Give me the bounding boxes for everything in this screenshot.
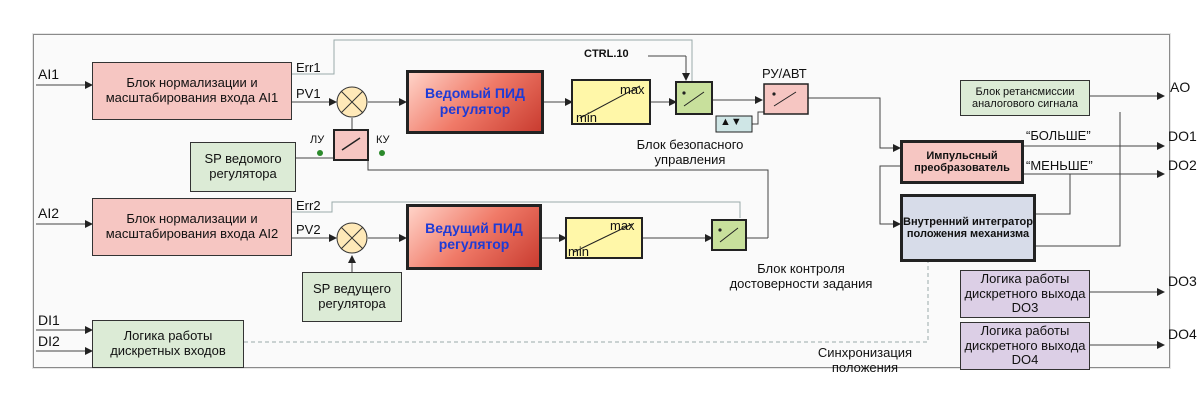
pv1-label: PV1	[296, 86, 321, 101]
sp-slave-block: SP ведомого регулятора	[190, 142, 296, 192]
norm-ai1-block: Блок нормализации и масштабирования вход…	[92, 62, 292, 120]
setpoint-control-label: Блок контроля достоверности задания	[729, 261, 873, 291]
ai1-label: AI1	[38, 66, 60, 82]
lu-ku-switch	[317, 129, 385, 161]
up-down-box	[715, 115, 753, 133]
safe-control-label: Блок безопасного управления	[636, 137, 744, 167]
more-label: “БОЛЬШЕ”	[1026, 128, 1091, 143]
limiter2-min: min	[568, 244, 589, 259]
less-label: “МЕНЬШЕ”	[1026, 158, 1093, 173]
sp-master-block: SP ведущего регулятора	[302, 272, 402, 322]
pid-master-block: Ведущий ПИД регулятор	[406, 204, 542, 270]
limiter1-min: min	[576, 110, 597, 125]
ctrl10-label: CTRL.10	[584, 48, 629, 60]
lu-label: ЛУ	[310, 134, 325, 146]
err1-label: Err1	[296, 60, 321, 75]
do2-label: DO2	[1168, 157, 1197, 173]
ai2-label: AI2	[38, 205, 60, 221]
integrator-block: Внутренний интегратор положения механизм…	[900, 194, 1036, 262]
safety-switch	[675, 81, 713, 115]
do4-label: DO4	[1168, 326, 1197, 342]
di1-label: DI1	[38, 312, 60, 328]
retransmit-block: Блок ретансмиссии аналогового сигнала	[960, 80, 1090, 116]
ku-label: КУ	[376, 134, 390, 146]
ru-avt-label: РУ/АВТ	[762, 66, 807, 81]
do3-label: DO3	[1168, 273, 1197, 289]
sum-junction-1	[336, 86, 368, 118]
setpoint-validity-switch	[711, 219, 747, 251]
limiter-2	[565, 217, 643, 259]
pid-slave-block: Ведомый ПИД регулятор	[406, 70, 544, 134]
err2-label: Err2	[296, 198, 321, 213]
sync-label: Синхронизация положения	[817, 345, 913, 375]
do3-logic-block: Логика работы дискретного выхода DO3	[960, 270, 1090, 318]
di-logic-block: Логика работы дискретных входов	[92, 320, 244, 368]
impulse-converter-block: Импульсный преобразователь	[900, 140, 1024, 184]
limiter2-max: max	[610, 218, 635, 233]
do4-logic-block: Логика работы дискретного выхода DO4	[960, 322, 1090, 370]
di2-label: DI2	[38, 333, 60, 349]
ru-avt-switch	[763, 83, 809, 115]
limiter1-max: max	[620, 82, 645, 97]
sum-junction-2	[336, 222, 368, 254]
do1-label: DO1	[1168, 128, 1197, 144]
pv2-label: PV2	[296, 222, 321, 237]
ao-label: AO	[1170, 79, 1191, 95]
up-down-arrows-icon: ▲▼	[720, 116, 742, 128]
norm-ai2-block: Блок нормализации и масштабирования вход…	[92, 198, 292, 256]
limiter-1	[571, 79, 651, 125]
